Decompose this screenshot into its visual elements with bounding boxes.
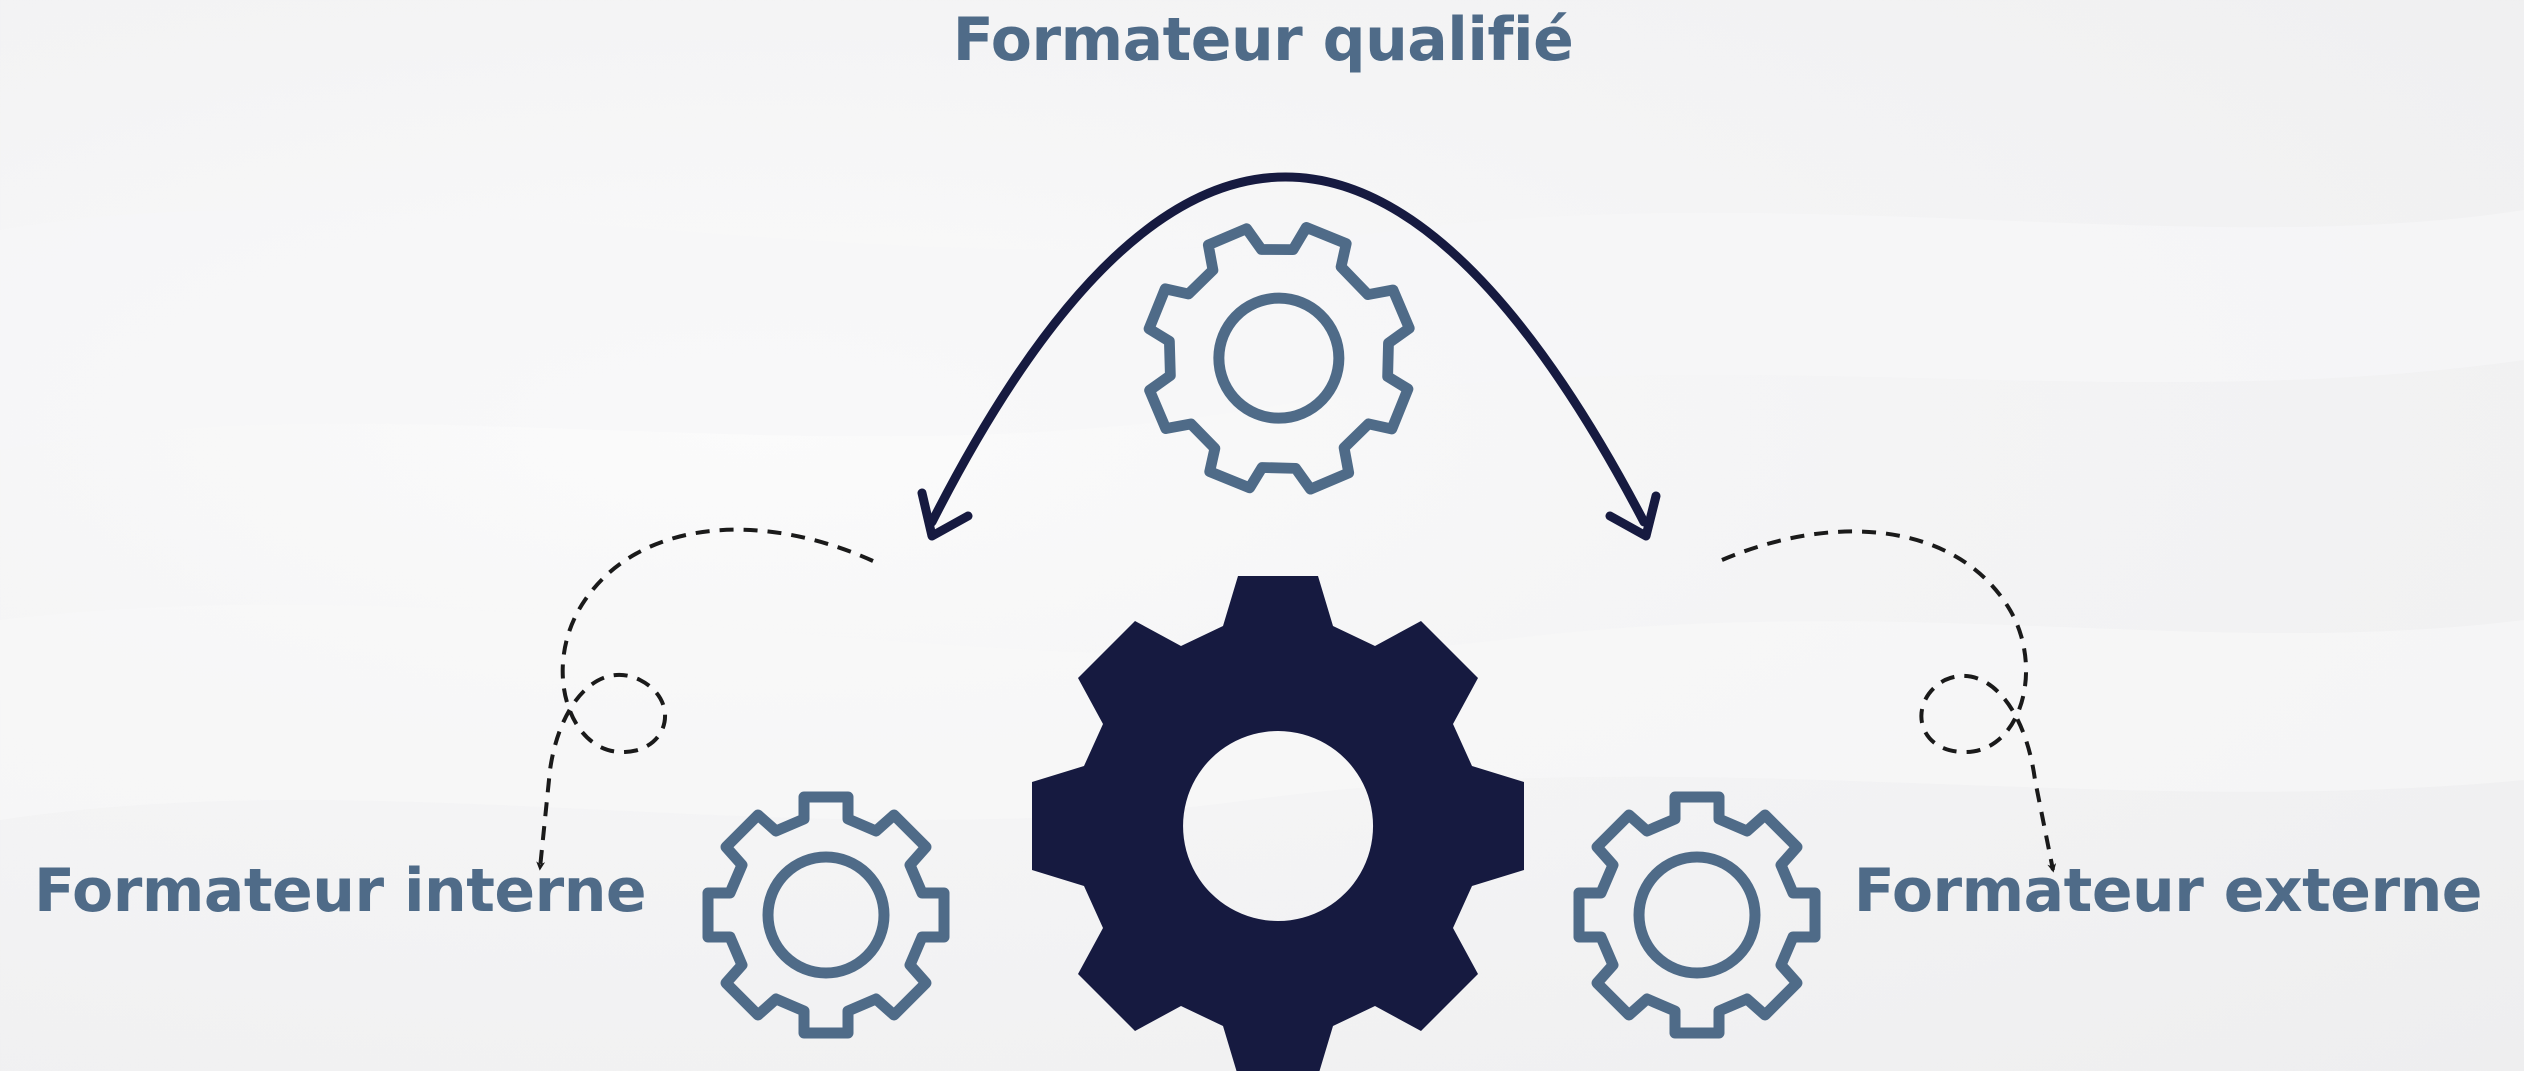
right-arrowhead <box>1605 491 1661 541</box>
label-formateur-qualifie: Formateur qualifié <box>952 5 1574 75</box>
left-gear-icon <box>702 791 950 1039</box>
label-formateur-externe: Formateur externe <box>1853 856 2483 926</box>
main-curved-arrow <box>927 172 1649 527</box>
center-gear-icon <box>1032 576 1524 1071</box>
background-wave <box>0 209 2524 450</box>
label-formateur-interne: Formateur interne <box>34 856 647 926</box>
left-dashed-loop-arrow <box>536 527 874 871</box>
top-gear-icon <box>1143 222 1415 495</box>
left-arrowhead <box>917 488 973 541</box>
right-gear-icon <box>1573 791 1821 1039</box>
